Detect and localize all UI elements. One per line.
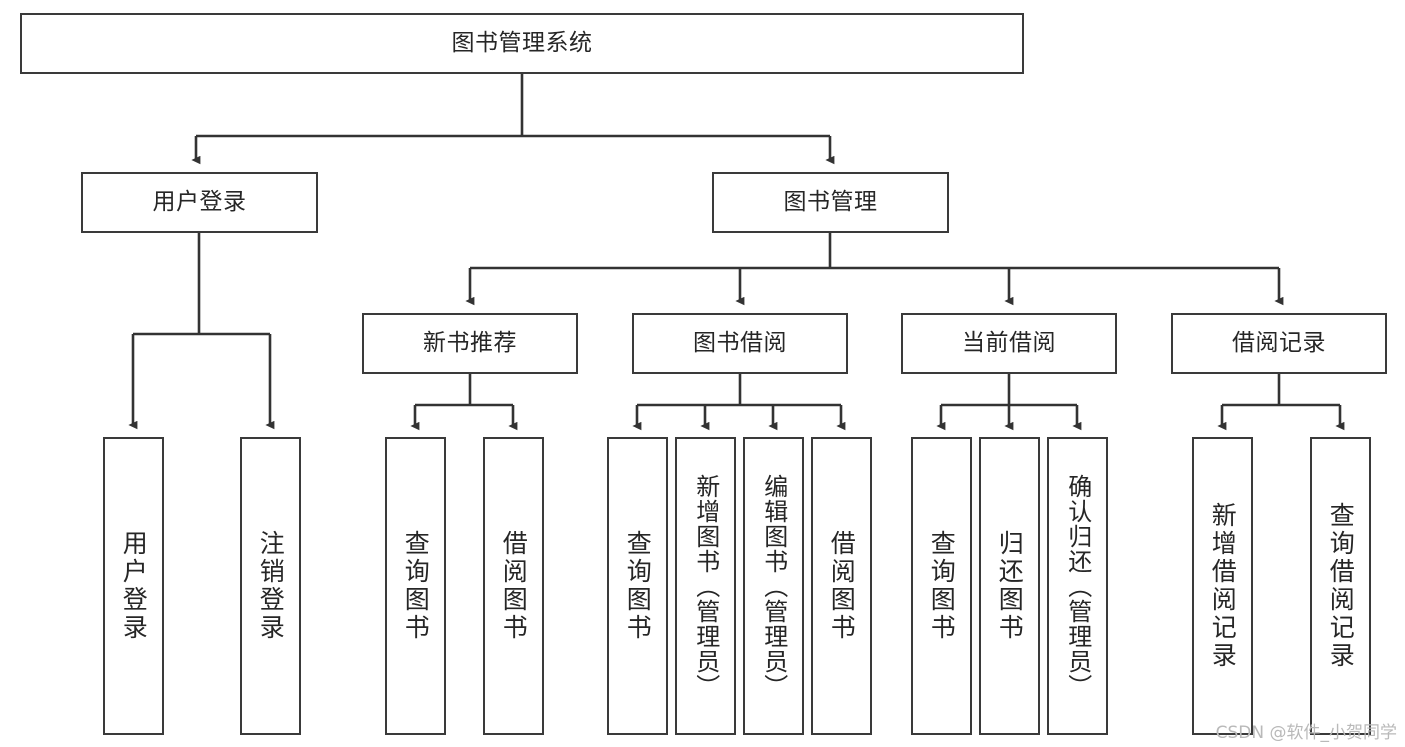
node-leaf-query-book-borrow[interactable]: 查询图书 [607, 437, 668, 735]
node-leaf-query-borrow-record[interactable]: 查询借阅记录 [1310, 437, 1371, 735]
node-label: 查询借阅记录 [1326, 502, 1356, 670]
node-leaf-borrow-book[interactable]: 借阅图书 [811, 437, 872, 735]
node-leaf-user-login[interactable]: 用户登录 [103, 437, 164, 735]
node-new-book-recommend[interactable]: 新书推荐 [362, 313, 578, 374]
node-leaf-edit-book-admin[interactable]: 编辑图书（管理员） [743, 437, 804, 735]
node-leaf-add-book-admin[interactable]: 新增图书（管理员） [675, 437, 736, 735]
node-label: 编辑图书（管理员） [759, 473, 788, 699]
node-book-borrow[interactable]: 图书借阅 [632, 313, 848, 374]
node-label: 图书管理系统 [451, 30, 593, 57]
node-label: 图书借阅 [693, 330, 787, 357]
node-leaf-query-book-current[interactable]: 查询图书 [911, 437, 972, 735]
node-label: 借阅记录 [1232, 330, 1326, 357]
node-leaf-confirm-return-admin[interactable]: 确认归还（管理员） [1047, 437, 1108, 735]
node-label: 图书管理 [783, 189, 878, 216]
watermark-text: CSDN @软件_小贺同学 [1215, 723, 1397, 743]
node-root-library-system[interactable]: 图书管理系统 [20, 13, 1024, 74]
node-label: 用户登录 [119, 530, 149, 642]
node-leaf-return-book[interactable]: 归还图书 [979, 437, 1040, 735]
node-user-login[interactable]: 用户登录 [81, 172, 318, 233]
node-label: 新增图书（管理员） [691, 473, 720, 699]
node-label: 注销登录 [256, 530, 286, 642]
node-label: 查询图书 [401, 530, 431, 642]
node-label: 归还图书 [995, 530, 1025, 642]
node-leaf-add-borrow-record[interactable]: 新增借阅记录 [1192, 437, 1253, 735]
node-label: 查询图书 [927, 530, 957, 642]
node-label: 新增借阅记录 [1208, 502, 1238, 670]
node-label: 当前借阅 [962, 330, 1056, 357]
node-leaf-borrow-book-recommend[interactable]: 借阅图书 [483, 437, 544, 735]
node-leaf-logout[interactable]: 注销登录 [240, 437, 301, 735]
node-label: 确认归还（管理员） [1063, 473, 1092, 699]
node-current-borrow[interactable]: 当前借阅 [901, 313, 1117, 374]
node-label: 用户登录 [152, 189, 247, 216]
node-label: 查询图书 [623, 530, 653, 642]
node-label: 借阅图书 [827, 530, 857, 642]
node-book-management[interactable]: 图书管理 [712, 172, 949, 233]
node-leaf-query-book-recommend[interactable]: 查询图书 [385, 437, 446, 735]
node-label: 借阅图书 [499, 530, 529, 642]
node-label: 新书推荐 [423, 330, 517, 357]
node-borrow-record[interactable]: 借阅记录 [1171, 313, 1387, 374]
